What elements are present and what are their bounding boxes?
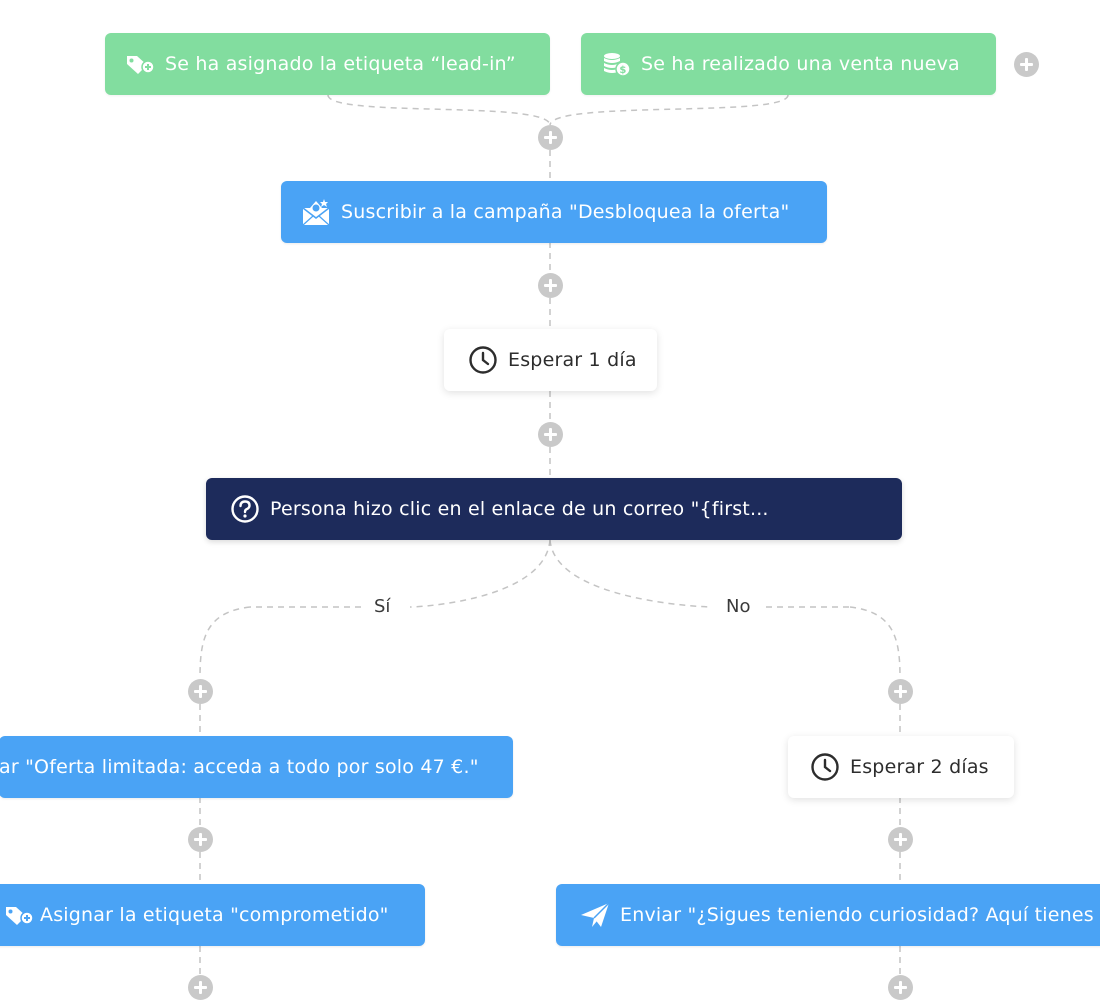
tag-plus-icon: [125, 53, 155, 75]
step-label: Asignar la etiqueta "comprometido": [40, 904, 389, 926]
step-label: Suscribir a la campaña "Desbloquea la of…: [341, 201, 790, 223]
envelope-campaign-icon: [301, 198, 331, 226]
svg-text:$: $: [619, 65, 626, 76]
step-wait-1-day[interactable]: Esperar 1 día: [444, 329, 657, 391]
paper-plane-icon: [580, 901, 610, 929]
step-send-email-curiosity[interactable]: Enviar "¿Sigues teniendo curiosidad? Aqu…: [556, 884, 1100, 946]
step-label: Esperar 1 día: [508, 349, 637, 371]
step-wait-2-days[interactable]: Esperar 2 días: [788, 736, 1014, 798]
add-step-button[interactable]: [888, 827, 913, 852]
trigger-new-sale[interactable]: $ Se ha realizado una venta nueva: [581, 33, 996, 95]
step-subscribe-campaign[interactable]: Suscribir a la campaña "Desbloquea la of…: [281, 181, 827, 243]
tag-plus-icon: [4, 904, 34, 926]
step-label: Esperar 2 días: [850, 756, 989, 778]
trigger-label: Se ha realizado una venta nueva: [641, 53, 960, 75]
add-trigger-button[interactable]: [1014, 52, 1039, 77]
step-condition-email-click[interactable]: Persona hizo clic en el enlace de un cor…: [206, 478, 902, 540]
add-step-button[interactable]: [188, 679, 213, 704]
step-send-email-offer[interactable]: ar "Oferta limitada: acceda a todo por s…: [0, 736, 513, 798]
add-step-button[interactable]: [888, 679, 913, 704]
step-label: Enviar "¿Sigues teniendo curiosidad? Aqu…: [620, 904, 1094, 926]
add-step-button[interactable]: [888, 975, 913, 1000]
add-step-button[interactable]: [188, 827, 213, 852]
step-label: ar "Oferta limitada: acceda a todo por s…: [0, 756, 479, 778]
branch-no-label: No: [716, 596, 761, 618]
trigger-label: Se ha asignado la etiqueta “lead-in”: [165, 53, 516, 75]
coins-dollar-icon: $: [601, 51, 631, 77]
branch-yes-label: Sí: [364, 596, 401, 618]
trigger-tag-assigned[interactable]: Se ha asignado la etiqueta “lead-in”: [105, 33, 550, 95]
add-step-button[interactable]: [538, 422, 563, 447]
step-assign-tag[interactable]: Asignar la etiqueta "comprometido": [0, 884, 425, 946]
step-label: Persona hizo clic en el enlace de un cor…: [270, 498, 769, 520]
add-step-button[interactable]: [188, 975, 213, 1000]
clock-icon: [468, 345, 498, 375]
question-circle-icon: [230, 494, 260, 524]
clock-icon: [810, 752, 840, 782]
add-step-button[interactable]: [538, 273, 563, 298]
add-step-button[interactable]: [538, 125, 563, 150]
